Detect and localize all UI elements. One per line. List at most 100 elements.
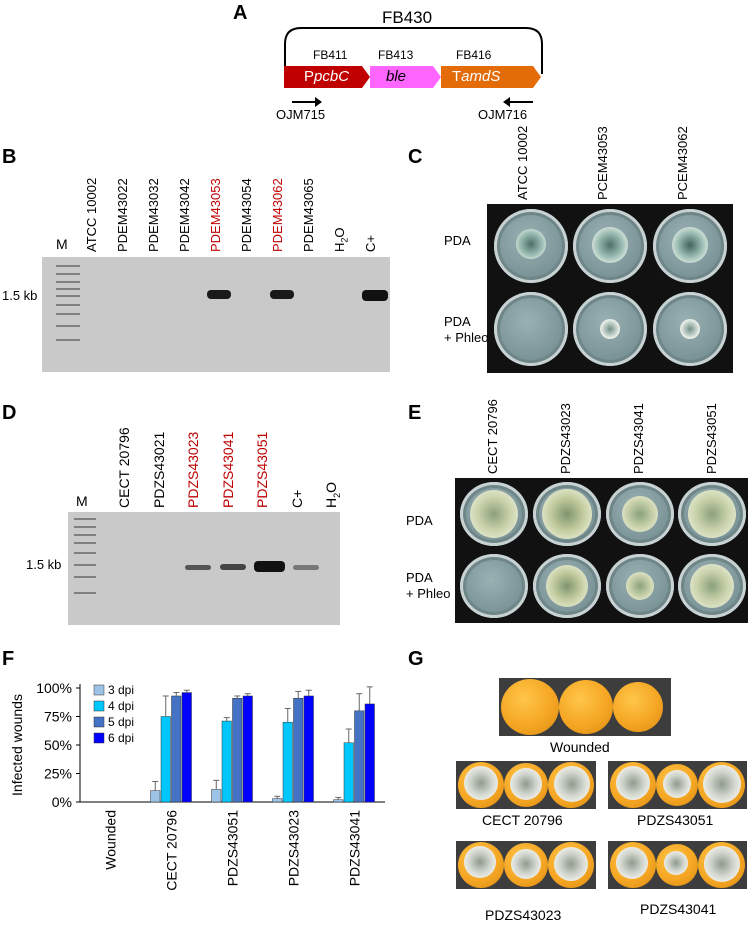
oranges-cect20796-label: CECT 20796 bbox=[482, 812, 563, 828]
part-ble-arrow bbox=[370, 66, 441, 88]
primer-left-label: OJM715 bbox=[276, 107, 326, 122]
plates-c-row1-label: PDA bbox=[444, 233, 471, 248]
oranges-pdzs43041-photo bbox=[608, 841, 747, 889]
plates-e-lane-label: PDZS43051 bbox=[704, 403, 719, 474]
plates-e-lane-label: PDZS43041 bbox=[631, 403, 646, 474]
bar bbox=[272, 798, 283, 803]
bar bbox=[343, 742, 354, 803]
bar bbox=[150, 790, 161, 803]
plates-c-lane-label: PCEM43062 bbox=[675, 126, 690, 200]
gel-b-lane-label: PDEM43022 bbox=[115, 178, 130, 252]
gel-d-band-cplus bbox=[293, 565, 319, 570]
y-tick-label: 100% bbox=[36, 680, 72, 696]
part-id-fb413: FB413 bbox=[378, 48, 414, 62]
gel-d-band-pdzs43023 bbox=[185, 565, 211, 570]
plates-c-row2-label-b: + Phleo bbox=[444, 330, 489, 345]
construct-diagram bbox=[284, 27, 543, 107]
oranges-wounded-photo bbox=[499, 678, 671, 736]
gel-d-lane-label: CECT 20796 bbox=[116, 427, 132, 508]
plates-e-row2-label-a: PDA bbox=[406, 570, 433, 585]
gel-b-lane-label: H2O bbox=[332, 227, 350, 252]
legend-label: 3 dpi bbox=[108, 683, 134, 697]
gel-d-lane-label: PDZS43021 bbox=[150, 431, 167, 508]
y-tick-label: 0% bbox=[52, 794, 72, 810]
gel-d-marker-label: M bbox=[76, 493, 88, 509]
construct-backbone bbox=[284, 27, 543, 74]
gel-b-marker-label: M bbox=[56, 236, 68, 252]
y-axis-label: Infected wounds bbox=[9, 694, 25, 796]
y-tick-label: 25% bbox=[44, 766, 72, 782]
bar bbox=[242, 695, 253, 803]
gel-d-lane-label: C+ bbox=[288, 489, 305, 508]
legend-label: 5 dpi bbox=[108, 715, 134, 729]
plates-c-image bbox=[487, 204, 733, 373]
part-id-fb411: FB411 bbox=[313, 48, 348, 62]
oranges-pdzs43051-photo bbox=[608, 761, 747, 809]
gel-b-lane-label: PDEM43065 bbox=[301, 178, 316, 252]
panel-label-c: C bbox=[408, 146, 423, 168]
gel-d-lane-label: PDZS43041 bbox=[219, 431, 236, 508]
x-category-label: PDZS43023 bbox=[286, 810, 302, 886]
bar bbox=[293, 698, 304, 803]
gel-d-size-label: 1.5 kb bbox=[26, 557, 62, 572]
part-label-ble: ble bbox=[386, 68, 407, 85]
bar bbox=[232, 698, 243, 803]
x-category-label: PDZS43041 bbox=[347, 810, 363, 886]
panel-label-b: B bbox=[2, 146, 17, 168]
gel-d-lane-label: PDZS43051 bbox=[254, 431, 270, 508]
panel-label-f: F bbox=[2, 648, 15, 670]
gel-b-size-label: 1.5 kb bbox=[2, 288, 38, 303]
primer-right-label: OJM716 bbox=[478, 107, 528, 122]
part-label-amds: TamdS bbox=[452, 68, 501, 85]
panel-label-d: D bbox=[2, 402, 17, 424]
oranges-pdzs43051-label: PDZS43051 bbox=[637, 812, 714, 828]
bar bbox=[303, 695, 314, 803]
oranges-cect20796-photo bbox=[456, 761, 596, 809]
bar bbox=[364, 703, 375, 803]
legend-swatch bbox=[93, 716, 105, 728]
bar bbox=[171, 695, 182, 803]
gel-b-image bbox=[42, 257, 390, 372]
gel-b-band-pdem43053 bbox=[207, 290, 231, 299]
part-label-pcbc: PpcbC bbox=[304, 68, 350, 85]
plates-c-row2-label-a: PDA bbox=[444, 314, 471, 329]
plates-e-row2-label-b: + Phleo bbox=[406, 586, 451, 601]
panel-label-g: G bbox=[408, 648, 424, 670]
legend-label: 6 dpi bbox=[108, 731, 134, 745]
x-category-label: PDZS43051 bbox=[225, 810, 241, 886]
bar bbox=[333, 799, 344, 803]
gel-b-lane-label: ATCC 10002 bbox=[84, 177, 99, 252]
gel-d-lane-label: H2O bbox=[323, 481, 342, 508]
construct-name: FB430 bbox=[382, 8, 433, 27]
gel-b-lane-label: PDEM43062 bbox=[270, 178, 285, 252]
plates-c-lane-label: ATCC 10002 bbox=[515, 125, 530, 200]
bar bbox=[211, 789, 222, 803]
x-category-label: Wounded bbox=[103, 810, 119, 870]
part-pcbc-arrow bbox=[284, 66, 370, 88]
gel-b-lane-label: PDEM43054 bbox=[239, 178, 254, 252]
legend-swatch bbox=[93, 700, 105, 712]
bar bbox=[160, 716, 171, 803]
y-tick-label: 50% bbox=[44, 737, 72, 753]
gel-b-lane-label: PDEM43032 bbox=[146, 178, 161, 252]
part-amds-arrow bbox=[441, 66, 541, 88]
gel-b-lane-label: C+ bbox=[363, 235, 378, 252]
plates-c-lane-label: PCEM43053 bbox=[595, 126, 610, 200]
x-category-label: CECT 20796 bbox=[164, 810, 180, 891]
gel-d-image bbox=[68, 512, 340, 625]
oranges-pdzs43041-label: PDZS43041 bbox=[640, 901, 717, 917]
plates-e-row1-label: PDA bbox=[406, 513, 433, 528]
oranges-pdzs43023-photo bbox=[456, 841, 596, 889]
part-id-fb416: FB416 bbox=[456, 48, 492, 62]
gel-d-band-pdzs43041 bbox=[220, 564, 246, 570]
legend-swatch bbox=[93, 732, 105, 744]
plates-e-lane-label: PDZS43023 bbox=[558, 403, 573, 474]
bar bbox=[221, 720, 232, 803]
oranges-pdzs43023-label: PDZS43023 bbox=[485, 907, 562, 923]
legend-label: 4 dpi bbox=[108, 699, 134, 713]
y-tick-label: 75% bbox=[44, 709, 72, 725]
bar bbox=[354, 710, 365, 803]
plates-e-image bbox=[455, 478, 748, 623]
plates-e-lane-label: CECT 20796 bbox=[485, 399, 500, 474]
